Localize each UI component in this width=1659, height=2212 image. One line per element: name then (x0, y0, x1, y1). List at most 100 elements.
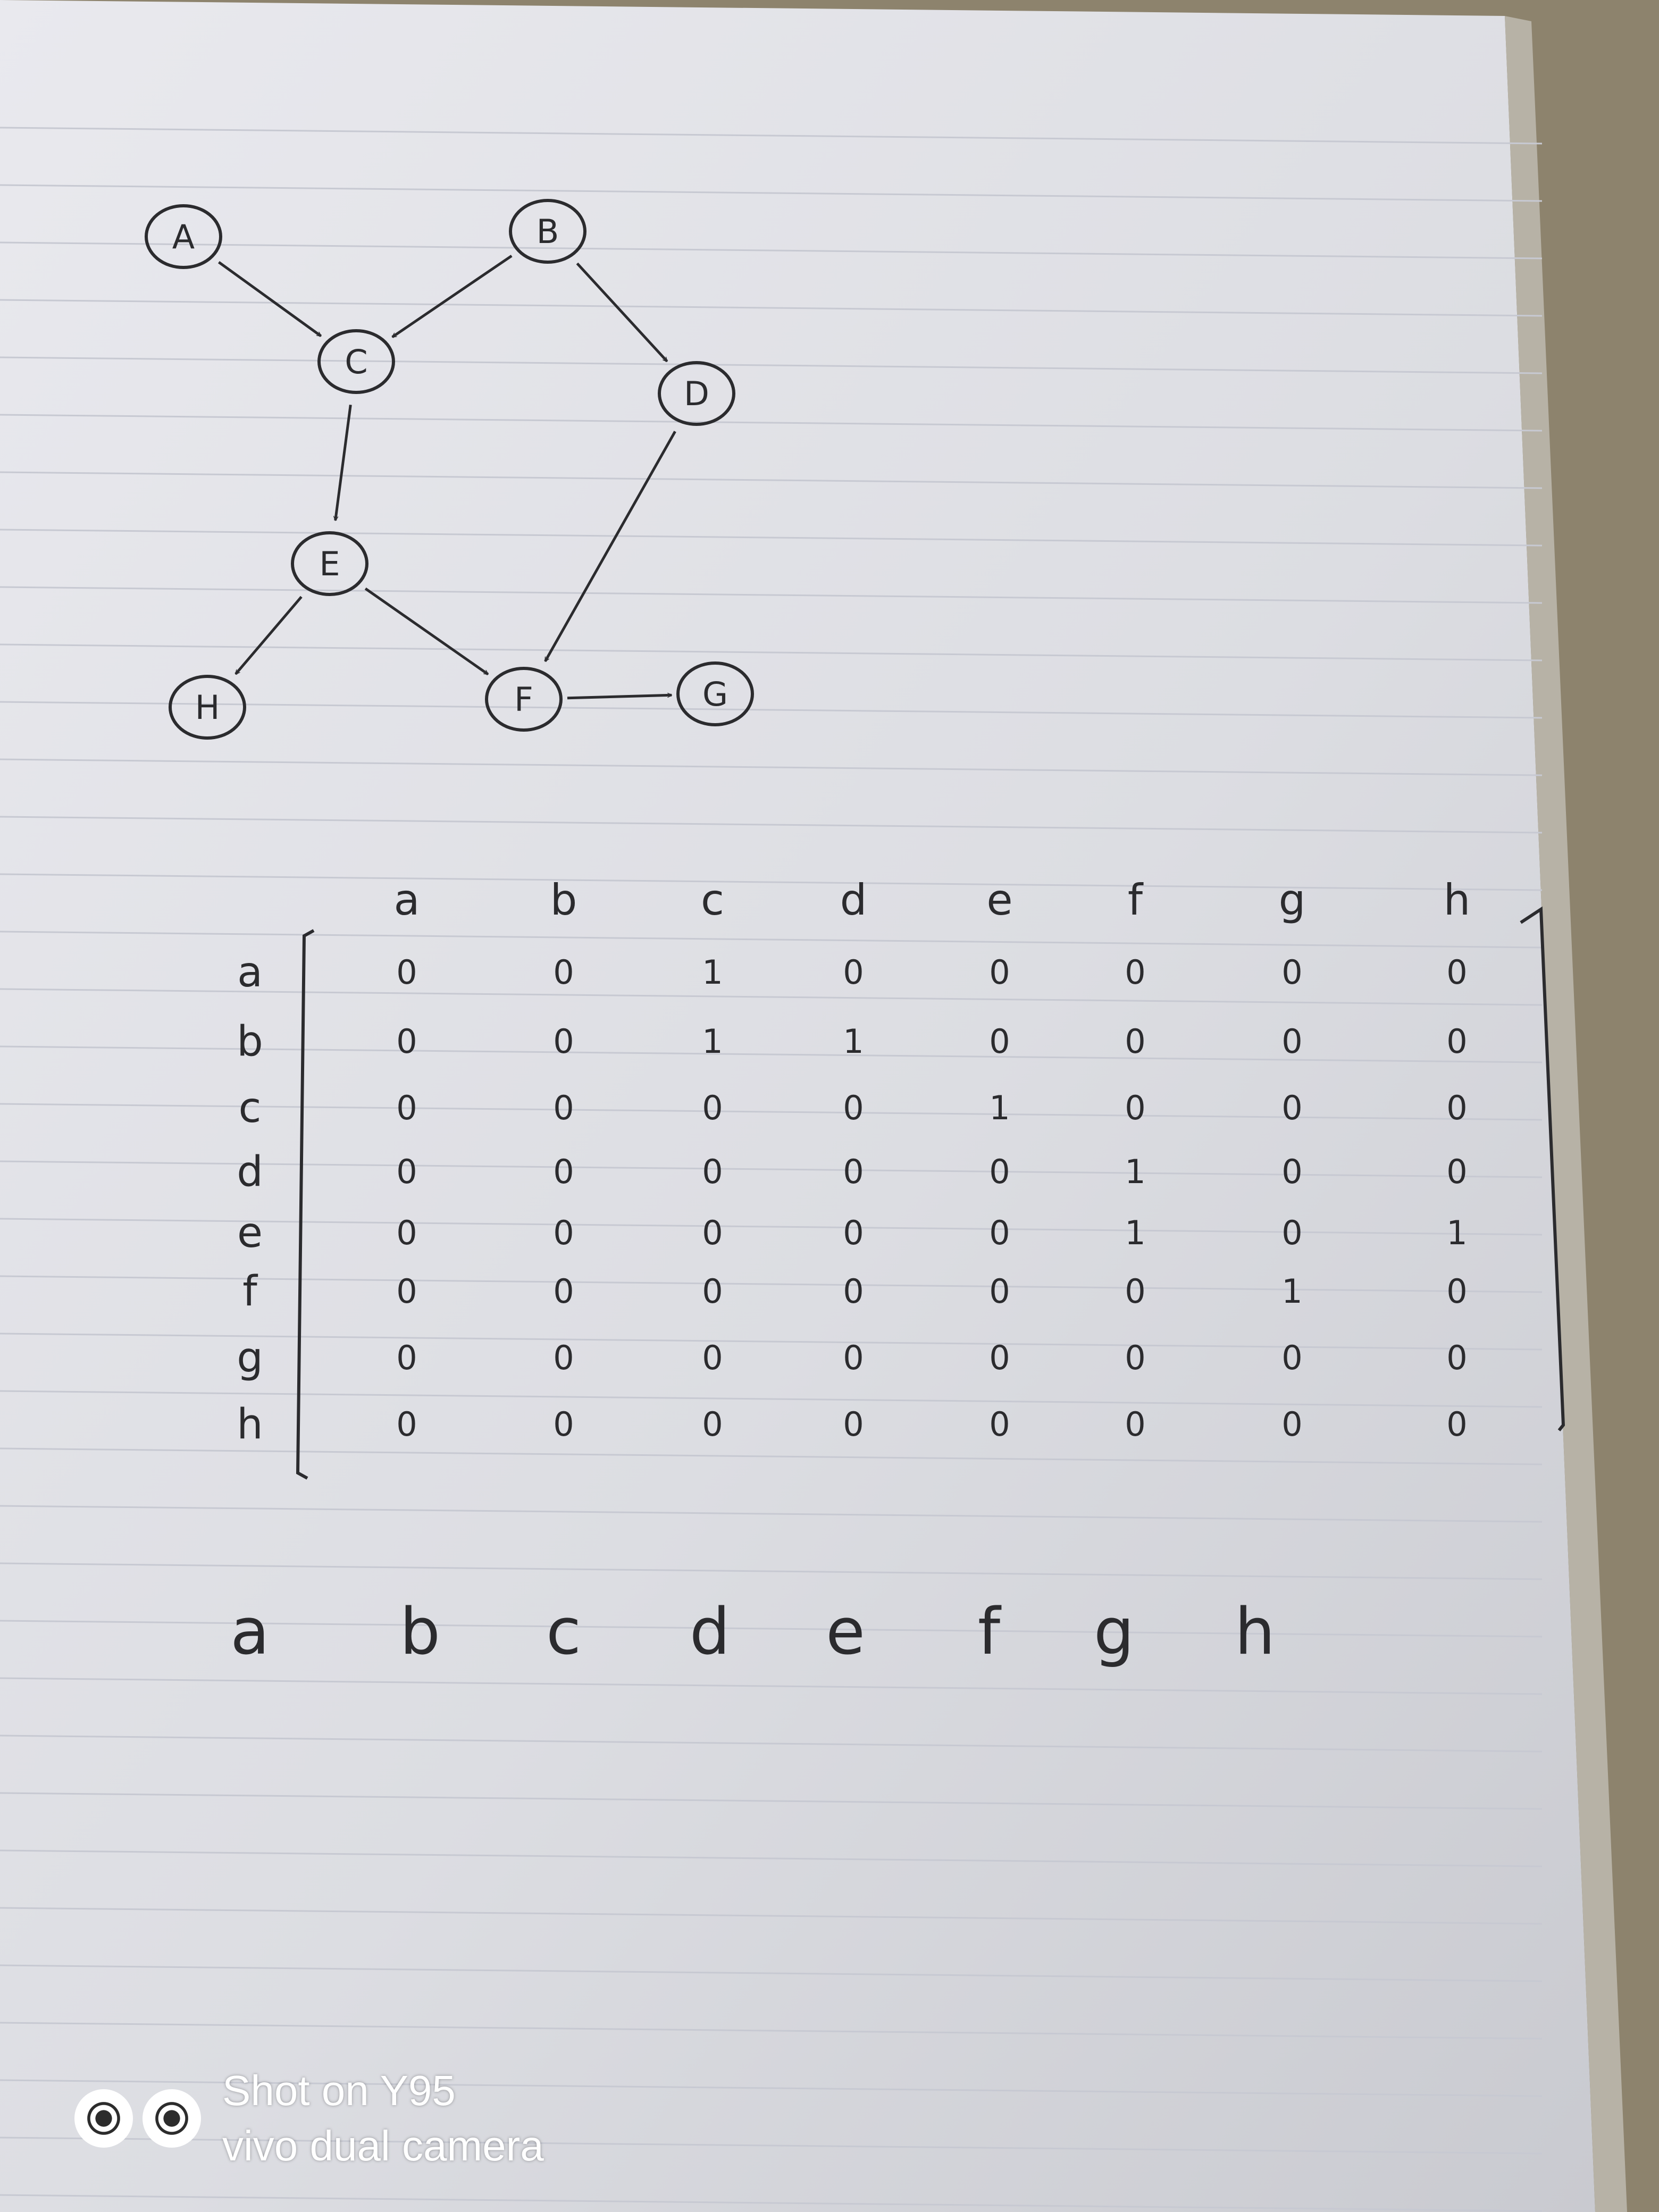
column-header-a: a (393, 875, 420, 925)
camera-lens-icon (74, 2089, 133, 2148)
node-b: B (509, 199, 586, 264)
matrix-cell: 0 (989, 953, 1010, 992)
matrix-cell: 0 (1446, 953, 1467, 992)
node-d: D (658, 361, 735, 426)
node-a: A (145, 204, 222, 269)
matrix-cell: 1 (1281, 1272, 1302, 1311)
node-g: G (676, 661, 754, 726)
ruled-line (0, 1333, 1543, 1351)
matrix-cell: 0 (702, 1088, 723, 1127)
bottom-letter-e: e (826, 1595, 865, 1669)
ruled-line (0, 1275, 1543, 1293)
row-header-f: f (242, 1268, 258, 1316)
ruled-line (0, 127, 1543, 145)
edge-b-c (392, 255, 513, 338)
ruled-line (0, 356, 1543, 374)
matrix-cell: 0 (843, 953, 864, 992)
matrix-left-bracket (296, 929, 315, 1480)
matrix-cell: 0 (396, 953, 417, 992)
row-header-g: g (237, 1334, 263, 1382)
ruled-line (0, 988, 1543, 1006)
matrix-cell: 0 (843, 1338, 864, 1377)
edge-d-f (544, 431, 676, 661)
ruled-line (0, 1677, 1543, 1695)
matrix-cell: 0 (843, 1272, 864, 1311)
bottom-letter-a: a (230, 1595, 270, 1669)
matrix-cell: 0 (1281, 1405, 1302, 1444)
row-header-h: h (237, 1401, 263, 1448)
matrix-cell: 0 (1446, 1152, 1467, 1191)
matrix-cell: 0 (396, 1152, 417, 1191)
ruled-line (0, 701, 1543, 719)
ruled-line (0, 1160, 1543, 1178)
matrix-cell: 0 (553, 1272, 574, 1311)
matrix-cell: 0 (1281, 1022, 1302, 1061)
matrix-cell: 1 (989, 1088, 1010, 1127)
matrix-cell: 0 (702, 1405, 723, 1444)
ruled-line (0, 2022, 1543, 2040)
matrix-cell: 0 (989, 1338, 1010, 1377)
ruled-line (0, 1792, 1543, 1810)
matrix-cell: 0 (553, 1152, 574, 1191)
graph-edges (217, 255, 676, 700)
ruled-line (0, 2079, 1543, 2097)
matrix-cell: 1 (843, 1022, 864, 1061)
matrix-cell: 0 (553, 1213, 574, 1252)
bottom-letter-h: h (1235, 1595, 1275, 1669)
matrix-cell: 0 (989, 1405, 1010, 1444)
matrix-cell: 0 (553, 953, 574, 992)
edge-b-d (576, 262, 668, 361)
vivo-logo (74, 2089, 201, 2148)
matrix-cell: 0 (1281, 1152, 1302, 1191)
ruled-line (0, 1620, 1543, 1638)
matrix-cell: 0 (396, 1272, 417, 1311)
ruled-line (0, 931, 1543, 949)
ruled-line (0, 1735, 1543, 1753)
matrix-cell: 0 (1446, 1272, 1467, 1311)
matrix-cell: 0 (553, 1405, 574, 1444)
column-header-e: e (986, 875, 1012, 925)
matrix-cell: 1 (1125, 1213, 1145, 1252)
ruled-line (0, 241, 1543, 259)
bottom-letter-f: f (978, 1595, 1002, 1669)
matrix-cell: 0 (1125, 1405, 1145, 1444)
node-circle (169, 675, 246, 740)
node-circle (676, 661, 754, 726)
ruled-line (0, 2136, 1543, 2155)
ruled-line (0, 414, 1543, 432)
column-header-b: b (550, 875, 577, 925)
matrix-cell: 0 (1446, 1088, 1467, 1127)
matrix-cell: 0 (989, 1022, 1010, 1061)
node-label: D (684, 374, 709, 413)
matrix-cell: 1 (702, 953, 723, 992)
ruled-line (0, 529, 1543, 547)
node-c: C (317, 329, 395, 394)
matrix-cell: 0 (1125, 1272, 1145, 1311)
node-label: C (345, 342, 367, 381)
ruled-line (0, 758, 1543, 776)
node-e: E (291, 531, 368, 596)
node-h: H (169, 675, 246, 740)
watermark-text: Shot on Y95 vivo dual camera (222, 2063, 544, 2174)
node-label: E (319, 544, 340, 583)
ruled-line (0, 299, 1543, 317)
ruled-line (0, 1390, 1543, 1408)
matrix-cell: 0 (1281, 953, 1302, 992)
matrix-cell: 1 (1125, 1152, 1145, 1191)
matrix-cell: 0 (553, 1088, 574, 1127)
matrix-cell: 0 (1125, 1338, 1145, 1377)
ruled-line (0, 1505, 1543, 1523)
camera-watermark: Shot on Y95 vivo dual camera (74, 2063, 544, 2174)
row-header-c: c (239, 1084, 262, 1132)
ruled-line (0, 1562, 1543, 1580)
matrix-cell: 0 (396, 1338, 417, 1377)
matrix-cell: 0 (396, 1088, 417, 1127)
ruled-line (0, 184, 1543, 202)
edge-e-f (364, 587, 488, 676)
